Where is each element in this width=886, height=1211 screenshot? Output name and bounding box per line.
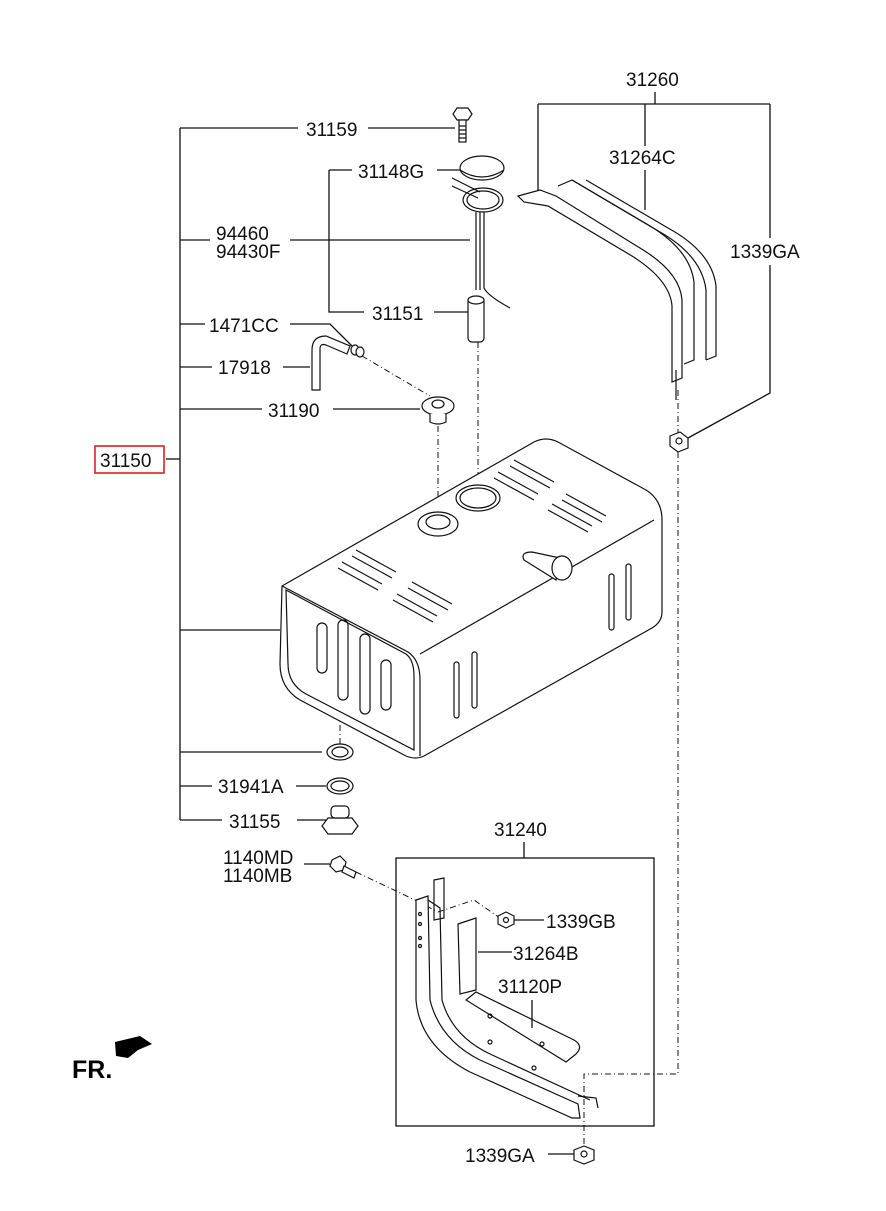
label-31120P[interactable]: 31120P (498, 977, 562, 998)
drain-plug-31155[interactable] (321, 805, 359, 835)
washer-tank-bottom[interactable] (326, 743, 354, 761)
nut-1339GB[interactable] (497, 911, 515, 929)
filter-31151[interactable] (467, 295, 485, 343)
label-31260[interactable]: 31260 (626, 70, 679, 91)
label-1140MB[interactable]: 1140MB (223, 866, 292, 887)
orientation-label: FR. (72, 1056, 112, 1084)
clamp-1471CC[interactable] (350, 344, 365, 358)
assembly-line (583, 452, 679, 1150)
assembly-line (361, 355, 431, 397)
label-31159[interactable]: 31159 (306, 120, 357, 141)
label-31150[interactable]: 31150 (100, 451, 151, 472)
fuel-tank-31150[interactable] (279, 438, 663, 759)
group-31260-leader-lines (537, 92, 771, 439)
label-31240[interactable]: 31240 (494, 820, 547, 841)
valve-31190[interactable] (421, 396, 455, 425)
label-17918[interactable]: 17918 (218, 358, 271, 379)
bolt-31159[interactable] (452, 107, 473, 143)
highlight-box (94, 445, 165, 474)
label-31941A[interactable]: 31941A (218, 777, 284, 798)
fuel-sender-94460[interactable] (451, 177, 511, 309)
label-94430F[interactable]: 94430F (216, 242, 280, 263)
label-31148G[interactable]: 31148G (358, 162, 424, 183)
label-94460[interactable]: 94460 (216, 224, 269, 245)
label-1140MD[interactable]: 1140MD (223, 848, 293, 869)
cap-31148G[interactable] (459, 155, 505, 181)
bracket-assembly-31240[interactable] (395, 842, 655, 1127)
label-1339GB[interactable]: 1339GB (546, 912, 616, 933)
group-31150-leader-lines (166, 127, 470, 821)
label-31155[interactable]: 31155 (229, 812, 280, 833)
label-31190[interactable]: 31190 (268, 401, 319, 422)
label-31264C[interactable]: 31264C (609, 148, 676, 169)
label-31151[interactable]: 31151 (372, 304, 423, 325)
hose-17918[interactable] (311, 335, 351, 391)
gasket-31941A[interactable] (326, 777, 354, 795)
label-31264B[interactable]: 31264B (513, 944, 579, 965)
label-1339GA-bottom[interactable]: 1339GA (465, 1146, 535, 1167)
nut-1339GA-top[interactable] (669, 431, 689, 453)
label-1471CC[interactable]: 1471CC (209, 316, 279, 337)
bolt-1140MD[interactable] (329, 855, 357, 879)
front-arrow-icon (115, 1036, 152, 1058)
strap-31264C[interactable] (516, 179, 717, 400)
nut-1339GA-bottom[interactable] (573, 1145, 595, 1165)
label-1339GA-top[interactable]: 1339GA (730, 242, 800, 263)
assembly-line (355, 871, 501, 919)
